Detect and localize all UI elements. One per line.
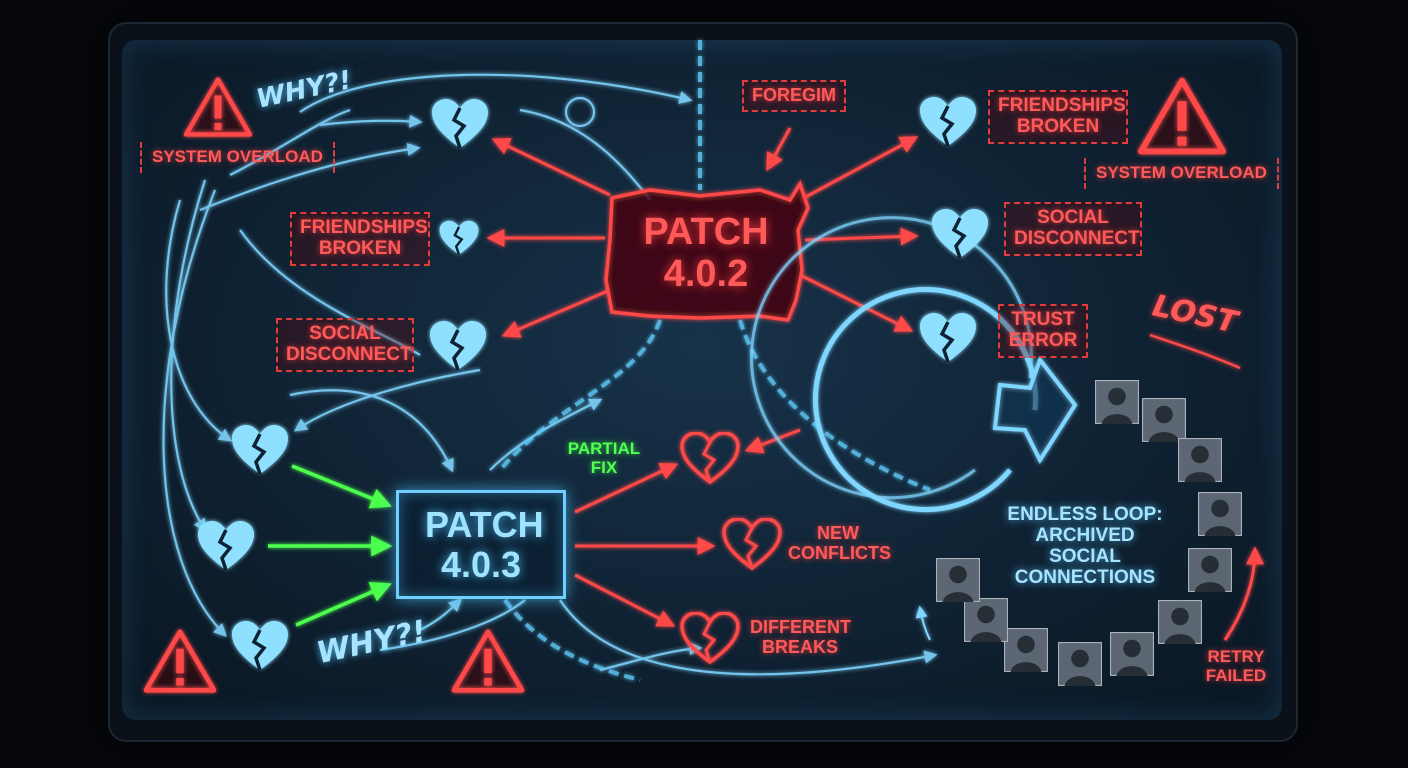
impact-arrow (799, 273, 914, 332)
friendships-broken-label-right: FRIENDSHIPS BROKEN (988, 90, 1128, 144)
avatar-icon (936, 558, 980, 602)
impact-arrow (574, 573, 676, 627)
impact-arrow (574, 462, 679, 514)
flow-arrow (419, 598, 462, 631)
patch-403-line1: PATCH (425, 504, 544, 545)
broken-heart-icon (196, 520, 256, 572)
avatar-icon (1095, 380, 1139, 424)
flow-arrow (299, 73, 693, 113)
system-overload-label-left: SYSTEM OVERLOAD (140, 142, 335, 173)
impact-arrow (744, 428, 801, 454)
patch-402-box[interactable] (604, 179, 810, 322)
flow-arrow (170, 179, 207, 533)
avatar-icon (1142, 398, 1186, 442)
broken-heart-icon (722, 518, 782, 570)
impact-arrow (491, 138, 611, 197)
social-disconnect-label-right: SOCIAL DISCONNECT (1004, 202, 1142, 256)
patch-402-line2: 4.0.2 (663, 252, 749, 295)
patch-402-title[interactable]: PATCH 4.0.2 (638, 211, 774, 296)
flow-arrow (379, 599, 526, 652)
retry-arrow (1223, 546, 1264, 641)
flow-arrow (559, 599, 938, 676)
fix-arrow (291, 464, 392, 509)
foregim-label: FOREGIM (742, 80, 846, 112)
endless-loop-cycle (750, 216, 1078, 641)
patch-402-line1: PATCH (643, 211, 769, 253)
social-disconnect-label-left: SOCIAL DISCONNECT (276, 318, 414, 372)
endless-loop-label: ENDLESS LOOP: ARCHIVED SOCIAL CONNECTION… (1007, 504, 1163, 588)
retry-failed-label: RETRY FAILED (1205, 647, 1267, 685)
warning-icon (454, 632, 522, 690)
broken-heart-icon (918, 96, 978, 148)
flow-arrow (239, 229, 421, 356)
warning-icon (1141, 81, 1223, 152)
impact-arrow (501, 288, 611, 338)
new-conflicts-label: NEW CONFLICTS (788, 523, 891, 563)
warning-icon (186, 80, 250, 135)
chain-icon (498, 40, 931, 682)
broken-heart-icon (680, 432, 740, 484)
flow-arrow (293, 368, 481, 432)
lost-underline (1149, 333, 1241, 370)
flow-arrow (162, 189, 227, 637)
flow-arrow (229, 108, 351, 176)
avatar-icon (1188, 548, 1232, 592)
avatar-icon (1058, 642, 1102, 686)
broken-heart-icon (680, 612, 740, 664)
flow-arrow (289, 389, 454, 473)
flow-arrow (599, 642, 703, 672)
avatar-icon (1004, 628, 1048, 672)
broken-heart-icon (428, 320, 488, 372)
broken-heart-icon (230, 424, 290, 476)
avatar-icon (1158, 600, 1202, 644)
broken-heart-icon (230, 620, 290, 672)
impact-arrow (799, 136, 919, 202)
patch-403-box[interactable]: PATCH 4.0.3 (396, 490, 566, 600)
broken-heart-icon (918, 312, 978, 364)
flow-arrow (199, 142, 421, 212)
warning-icon (146, 632, 214, 690)
junction-node (564, 96, 596, 128)
partial-fix-label: PARTIAL FIX (567, 439, 641, 477)
different-breaks-label: DIFFERENT BREAKS (750, 617, 851, 657)
avatar-icon (1110, 632, 1154, 676)
broken-heart-icon (438, 220, 480, 256)
avatar-icon (1178, 438, 1222, 482)
flow-arrow (319, 114, 423, 128)
impact-arrow (766, 127, 792, 172)
avatar-icon (964, 598, 1008, 642)
fix-arrow (295, 582, 392, 627)
broken-heart-icon (430, 98, 490, 150)
friendships-broken-label-left: FRIENDSHIPS BROKEN (290, 212, 430, 266)
trust-error-label: TRUST ERROR (998, 304, 1088, 358)
patch-403-line2: 4.0.3 (440, 543, 522, 585)
impact-arrow (804, 227, 919, 246)
flow-arrow (519, 108, 651, 201)
system-overload-label-right: SYSTEM OVERLOAD (1084, 158, 1279, 189)
avatar-icon (1198, 492, 1242, 536)
